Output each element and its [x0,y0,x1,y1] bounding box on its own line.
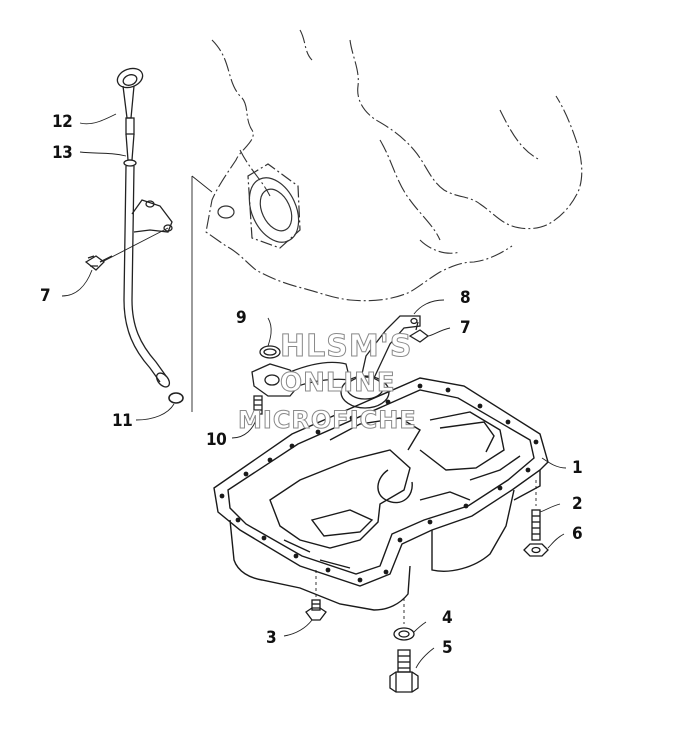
watermark-line-2: ONLINE [280,368,396,398]
callout-8: 8 [460,288,471,308]
callout-11: 11 [112,411,133,431]
callout-5: 5 [442,638,453,658]
callout-6: 6 [572,524,583,544]
callout-12: 12 [52,112,73,132]
callout-7-left: 7 [40,286,51,306]
callout-7-right: 7 [460,318,471,338]
callout-10: 10 [206,430,227,450]
leader-lines [61,113,567,669]
callout-4: 4 [442,608,453,628]
watermark-line-1: HLSM'S [279,329,413,364]
callout-1: 1 [572,458,583,478]
callout-3: 3 [266,628,277,648]
assembly-guide-lines [191,175,537,624]
engine-block-outline [205,29,583,302]
callout-13: 13 [52,143,73,163]
callout-9: 9 [236,308,247,328]
dipstick-assembly [84,67,184,404]
callout-2: 2 [572,494,583,514]
oil-pan [213,377,549,611]
watermark-line-3: MICROFICHE [238,406,417,434]
engine-oil-pan-flange [217,163,301,249]
fasteners [305,509,549,693]
